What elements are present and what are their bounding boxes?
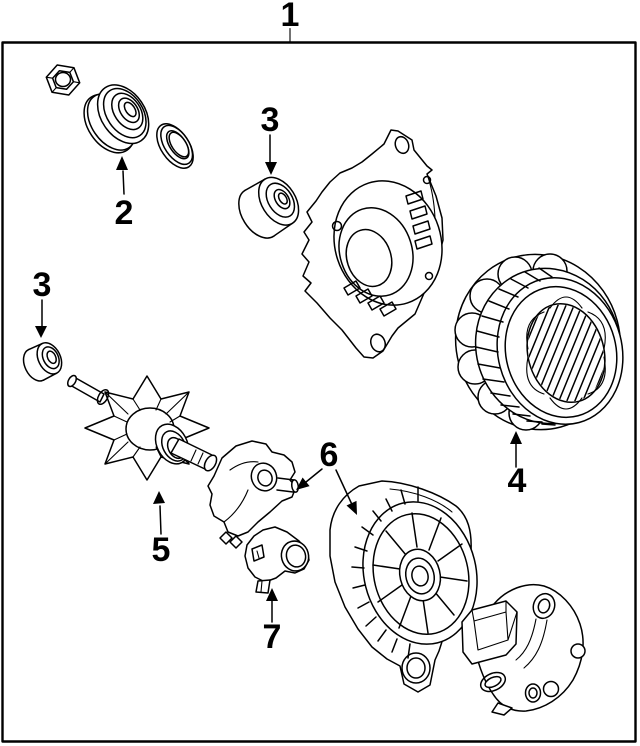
part-brush-holder (244, 526, 310, 594)
callout-3-front-bearing: 3 (261, 101, 280, 175)
callout-1: 1 (281, 0, 300, 43)
cover-ear-hole (532, 592, 556, 620)
pulley-bore (123, 101, 137, 118)
callout-1-label: 1 (281, 0, 300, 34)
fan-spokes (372, 512, 468, 634)
callout-4: 4 (508, 431, 527, 500)
callout-3-rotor-bearing: 3 (33, 266, 52, 338)
cover-connector (461, 600, 518, 665)
callout-5: 5 (152, 491, 171, 569)
assembly-border (1, 41, 637, 743)
callout-2-label: 2 (115, 194, 134, 232)
callout-3b-label: 3 (33, 266, 52, 304)
part-rear-cover (461, 583, 586, 716)
callout-2: 2 (115, 156, 134, 232)
part-front-bearing (238, 176, 300, 239)
mounting-ear-hole (369, 333, 387, 353)
mounting-ear-hole (394, 135, 410, 155)
part-rotor-bearing (22, 342, 63, 382)
callout-7-label: 7 (263, 618, 282, 656)
rotor-claw-poles (84, 375, 210, 481)
callout-4-label: 4 (508, 462, 527, 500)
callout-3a-label: 3 (261, 101, 280, 139)
part-washer (156, 123, 194, 169)
part-pulley (83, 84, 150, 154)
mounting-ear (401, 652, 431, 684)
stator-lamination-ticks (475, 267, 556, 426)
part-stator (454, 253, 624, 431)
callout-5-label: 5 (152, 531, 171, 569)
part-rear-housing (329, 480, 478, 693)
part-voltage-regulator (207, 440, 300, 549)
callout-6-label: 6 (320, 436, 339, 474)
part-hex-nut (45, 64, 81, 96)
part-rotor (66, 374, 218, 481)
callout-7: 7 (263, 588, 282, 656)
callout-6: 6 (296, 436, 357, 515)
part-front-housing (301, 129, 444, 359)
